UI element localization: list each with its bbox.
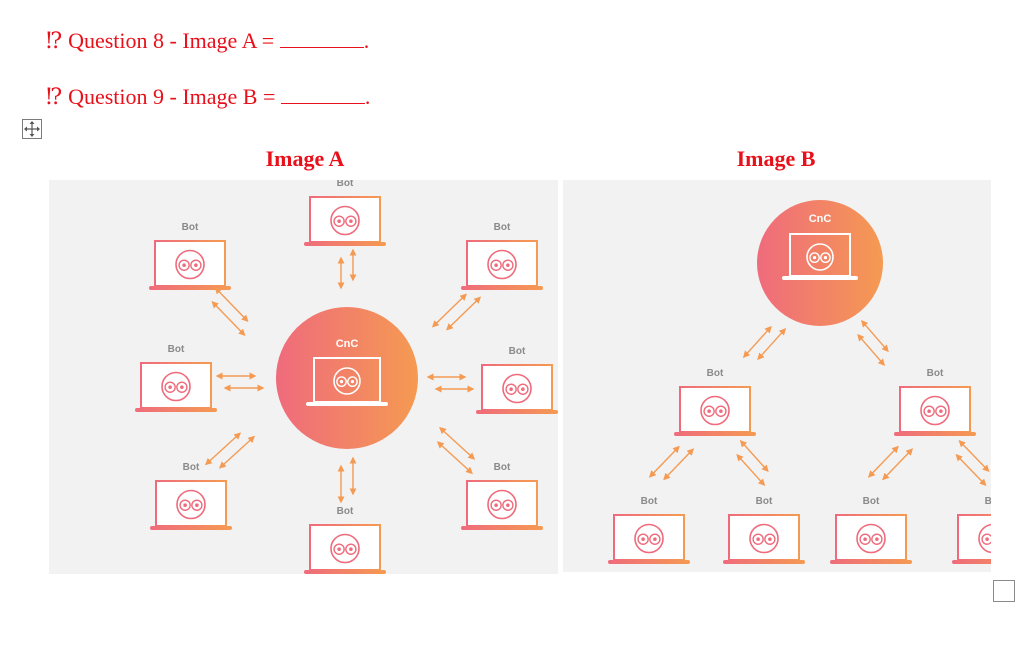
arrows-upper-left [211,286,249,337]
bot-mid-left: Bot [674,368,756,436]
bot-left: Bot [135,344,217,412]
bot-top-label: Bot [337,180,354,189]
bot-left-label: Bot [168,344,185,355]
bot-upper-right-label: Bot [494,222,511,233]
bot-leaf-2: Bot [723,496,805,564]
image-a-title: Image A [265,146,345,171]
bot-lower-left: Bot [150,462,232,530]
arrows-right [426,373,475,393]
bot-right-label: Bot [509,346,526,357]
question-8-icon: ⁉ [46,28,63,53]
question-8-answer-blank[interactable] [279,29,364,48]
question-9-answer-blank[interactable] [280,85,365,104]
bot-mid-left-label: Bot [707,368,724,379]
bot-bottom-label: Bot [337,506,354,517]
cnc-laptop-base [782,276,858,280]
cnc-laptop-base [306,402,388,406]
bot-leaf-1: Bot [608,496,690,564]
bot-upper-right: Bot [461,222,543,290]
cnc-server-circle [276,307,418,449]
arrows-left [215,372,265,392]
question-9-text: Question 9 - Image B = [68,84,281,109]
bot-lower-right-label: Bot [494,462,511,473]
cnc-label: CnC [809,213,832,225]
arrows-lower-right [436,426,476,475]
table-move-handle-icon[interactable] [22,119,42,139]
question-8-text: Question 8 - Image A = [68,28,280,53]
bot-upper-left: Bot [149,222,231,290]
arrows-bottom [337,456,357,504]
arrows-right-leaf-3 [867,445,914,481]
bot-leaf-1-label: Bot [641,496,658,507]
bot-upper-left-label: Bot [182,222,199,233]
arrows-upper-right [431,293,482,331]
bot-mid-right-label: Bot [927,368,944,379]
arrows-left-leaf-2 [736,439,769,487]
arrows-left-leaf-1 [648,445,695,481]
bot-lower-right: Bot [461,462,543,530]
bot-leaf-4-label: Bot [985,496,991,507]
bot-leaf-2-label: Bot [756,496,773,507]
bot-top: Bot [304,180,386,246]
arrows-cnc-left [742,325,787,361]
arrows-cnc-right [857,319,889,367]
question-8-suffix: . [363,28,370,53]
cnc-server-circle [757,200,883,326]
question-8: ⁉ Question 8 - Image A = . [46,28,369,54]
arrows-right-leaf-4 [955,439,990,487]
question-9-icon: ⁉ [46,84,63,109]
bot-leaf-3-label: Bot [863,496,880,507]
bot-right: Bot [476,346,558,414]
bot-lower-left-label: Bot [183,462,200,473]
bot-leaf-4: Bot [952,496,991,564]
bot-bottom: Bot [304,506,386,574]
arrows-lower-left [204,432,256,469]
bot-leaf-3: Bot [830,496,912,564]
bot-mid-right: Bot [894,368,976,436]
image-b-title: Image B [736,146,816,171]
arrows-top [337,248,357,290]
question-9-suffix: . [364,84,371,109]
cnc-label: CnC [336,338,359,350]
resize-handle-icon[interactable] [993,580,1015,602]
question-9: ⁉ Question 9 - Image B = . [46,84,370,110]
